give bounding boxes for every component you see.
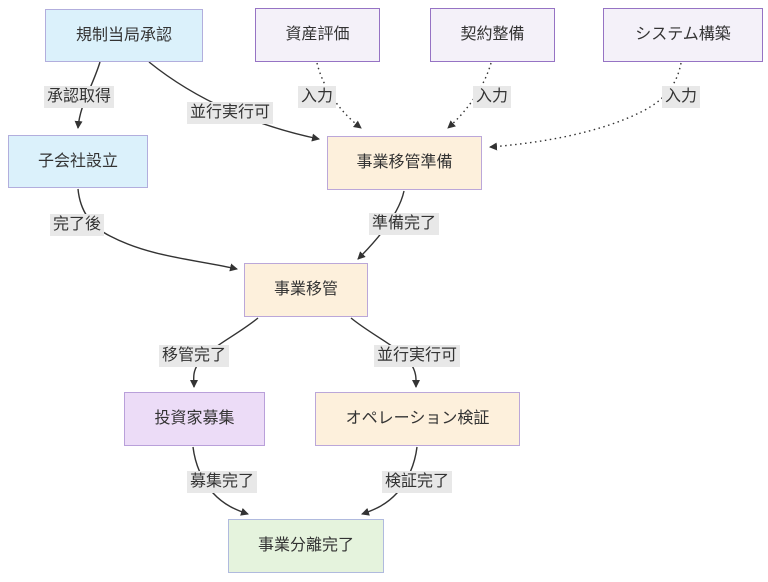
edge-system-prep: [489, 62, 682, 151]
edge-label-parallel-ok-top: 並行実行可: [186, 102, 274, 124]
edge-label-input-system: 入力: [661, 86, 701, 108]
edge-ops-done: [361, 446, 418, 516]
node-subsidiary-setup: 子会社設立: [8, 135, 148, 188]
edge-investor-done: [192, 446, 249, 516]
edge-label-transfer-complete: 移管完了: [158, 345, 230, 367]
node-transfer-preparation: 事業移管準備: [327, 136, 482, 190]
node-regulatory-approval: 規制当局承認: [45, 9, 203, 62]
edge-label-recruitment-complete: 募集完了: [186, 471, 258, 493]
node-separation-complete: 事業分離完了: [228, 519, 384, 573]
edge-label-input-contract: 入力: [472, 86, 512, 108]
node-contract-arrangement: 契約整備: [430, 8, 555, 62]
node-asset-valuation: 資産評価: [255, 8, 380, 62]
edge-label-input-asset: 入力: [297, 86, 337, 108]
node-system-build: システム構築: [603, 8, 763, 62]
edge-subsidiary-transfer: [77, 188, 238, 272]
edge-label-prep-complete: 準備完了: [368, 213, 440, 235]
node-investor-recruitment: 投資家募集: [124, 392, 265, 446]
edge-label-verification-complete: 検証完了: [381, 471, 453, 493]
node-operation-verification: オペレーション検証: [315, 392, 520, 446]
edge-approval-prep: [148, 61, 320, 142]
edge-label-parallel-ok-mid: 並行実行可: [373, 345, 461, 367]
edge-label-approval-acquired: 承認取得: [43, 86, 115, 108]
node-business-transfer: 事業移管: [244, 263, 368, 317]
edge-label-after-completion: 完了後: [49, 214, 105, 236]
